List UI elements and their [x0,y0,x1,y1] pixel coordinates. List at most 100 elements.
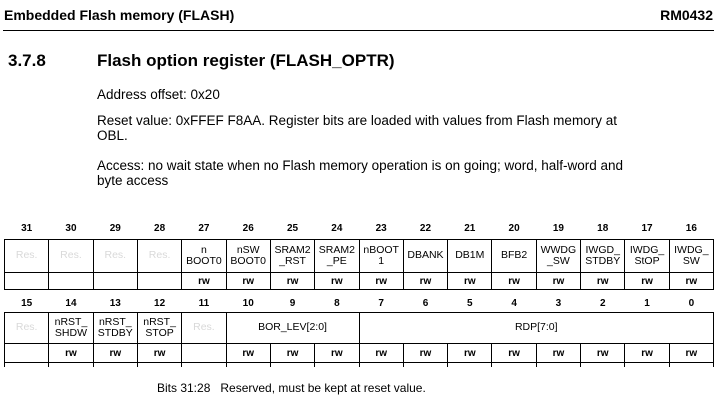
bit-number-0: 0 [688,297,695,309]
field-sram2-rst: SRAM2 _RST [269,239,316,273]
bit-number-19: 19 [552,223,564,234]
bit-number-20: 20 [508,223,520,234]
column-tick [581,363,626,367]
field-bor-lev-2-0: BOR_LEV[2:0] [225,312,360,344]
access-bit-28 [136,272,183,290]
column-tick [271,363,316,367]
bit-number-5: 5 [467,297,473,309]
access-bit-27: rw [181,272,227,290]
column-tick [4,363,50,367]
paragraph-access: Access: no wait state when no Flash memo… [97,158,624,188]
access-bit-2: rw [580,343,626,363]
bit-number-7: 7 [378,297,384,309]
field-dbank: DBANK [402,239,449,273]
access-bit-24: rw [314,272,360,290]
bit-number-26: 26 [242,223,254,234]
field-iwdg-sw: IWDG_ SW [668,239,715,273]
paragraph-address-offset: Address offset: 0x20 [97,87,220,102]
access-bit-20: rw [491,272,537,290]
field-bfb2: BFB2 [491,239,537,273]
bit-number-30: 30 [65,223,77,234]
column-tick [315,363,360,367]
access-bit-21: rw [447,272,493,290]
access-bit-1: rw [624,343,670,363]
bit-number-18: 18 [597,223,609,234]
access-bit-9: rw [269,343,316,363]
reserved-field: Res. [3,312,50,344]
field-nboot-1: nBOOT 1 [358,239,404,273]
column-tick [448,363,493,367]
header-rule [3,30,714,31]
field-nrst-stop: nRST_ STOP [136,312,183,344]
bit-number-6: 6 [422,297,429,309]
access-bit-17: rw [624,272,670,290]
bit-number-3: 3 [555,297,562,309]
field-nrst-stdby: nRST_ STDBY [92,312,138,344]
field-iwgd-stdby: IWGD_ STDBY [580,239,626,273]
section-title: Flash option register (FLASH_OPTR) [97,51,395,70]
access-bit-19: rw [535,272,582,290]
section-number: 3.7.8 [8,51,46,70]
column-tick [404,363,449,367]
bit-number-8: 8 [334,297,340,309]
bit-number-15: 15 [21,297,33,309]
access-bit-18: rw [580,272,626,290]
access-bit-3: rw [535,343,582,363]
bit-number-4: 4 [511,297,517,309]
column-tick-marks [4,363,714,367]
bit-number-16: 16 [685,223,697,234]
column-tick [94,363,138,367]
column-tick [49,363,94,367]
field-nsw-boot0: nSW BOOT0 [225,239,271,273]
bit-number-1: 1 [644,297,650,309]
bit-number-23: 23 [375,223,387,234]
paragraph-reset-value: Reset value: 0xFFEF F8AA. Register bits … [97,113,617,143]
access-bit-6: rw [402,343,449,363]
field-iwdg-stop: IWDG_ StOP [624,239,670,273]
body-text: Address offset: 0x20 Reset value: 0xFFEF… [97,87,677,199]
access-bit-14: rw [48,343,94,363]
column-tick [492,363,537,367]
reserved-field: Res. [3,239,50,273]
access-bit-25: rw [269,272,316,290]
access-bit-10: rw [225,343,271,363]
bit-number-11: 11 [198,297,210,309]
field-wwdg-sw: WWDG _SW [535,239,582,273]
access-bit-31 [3,272,50,290]
bit-number-27: 27 [198,223,210,234]
header-doc-id: RM0432 [660,7,713,23]
reserved-field: Res. [181,312,227,344]
access-bit-15 [3,343,50,363]
column-tick [138,363,183,367]
reserved-field: Res. [48,239,94,273]
bit-number-14: 14 [65,297,77,309]
bit-number-29: 29 [109,223,121,234]
bit-number-13: 13 [109,297,121,309]
access-bit-29 [92,272,138,290]
reserved-field: Res. [92,239,138,273]
bit-number-9: 9 [289,297,296,309]
field-db1m: DB1M [447,239,493,273]
running-header: Embedded Flash memory (FLASH) RM0432 [4,7,713,23]
column-tick [625,363,670,367]
reserved-field: Res. [136,239,183,273]
bit-number-17: 17 [641,223,653,234]
bit-number-22: 22 [419,223,432,234]
field-n-boot0: n BOOT0 [181,239,227,273]
access-bit-5: rw [447,343,493,363]
field-rdp-7-0: RDP[7:0] [358,312,714,344]
column-tick [670,363,714,367]
header-title: Embedded Flash memory (FLASH) [4,7,235,23]
column-tick [227,363,271,367]
access-bit-8: rw [314,343,360,363]
footnote-text: Reserved, must be kept at reset value. [220,381,426,395]
